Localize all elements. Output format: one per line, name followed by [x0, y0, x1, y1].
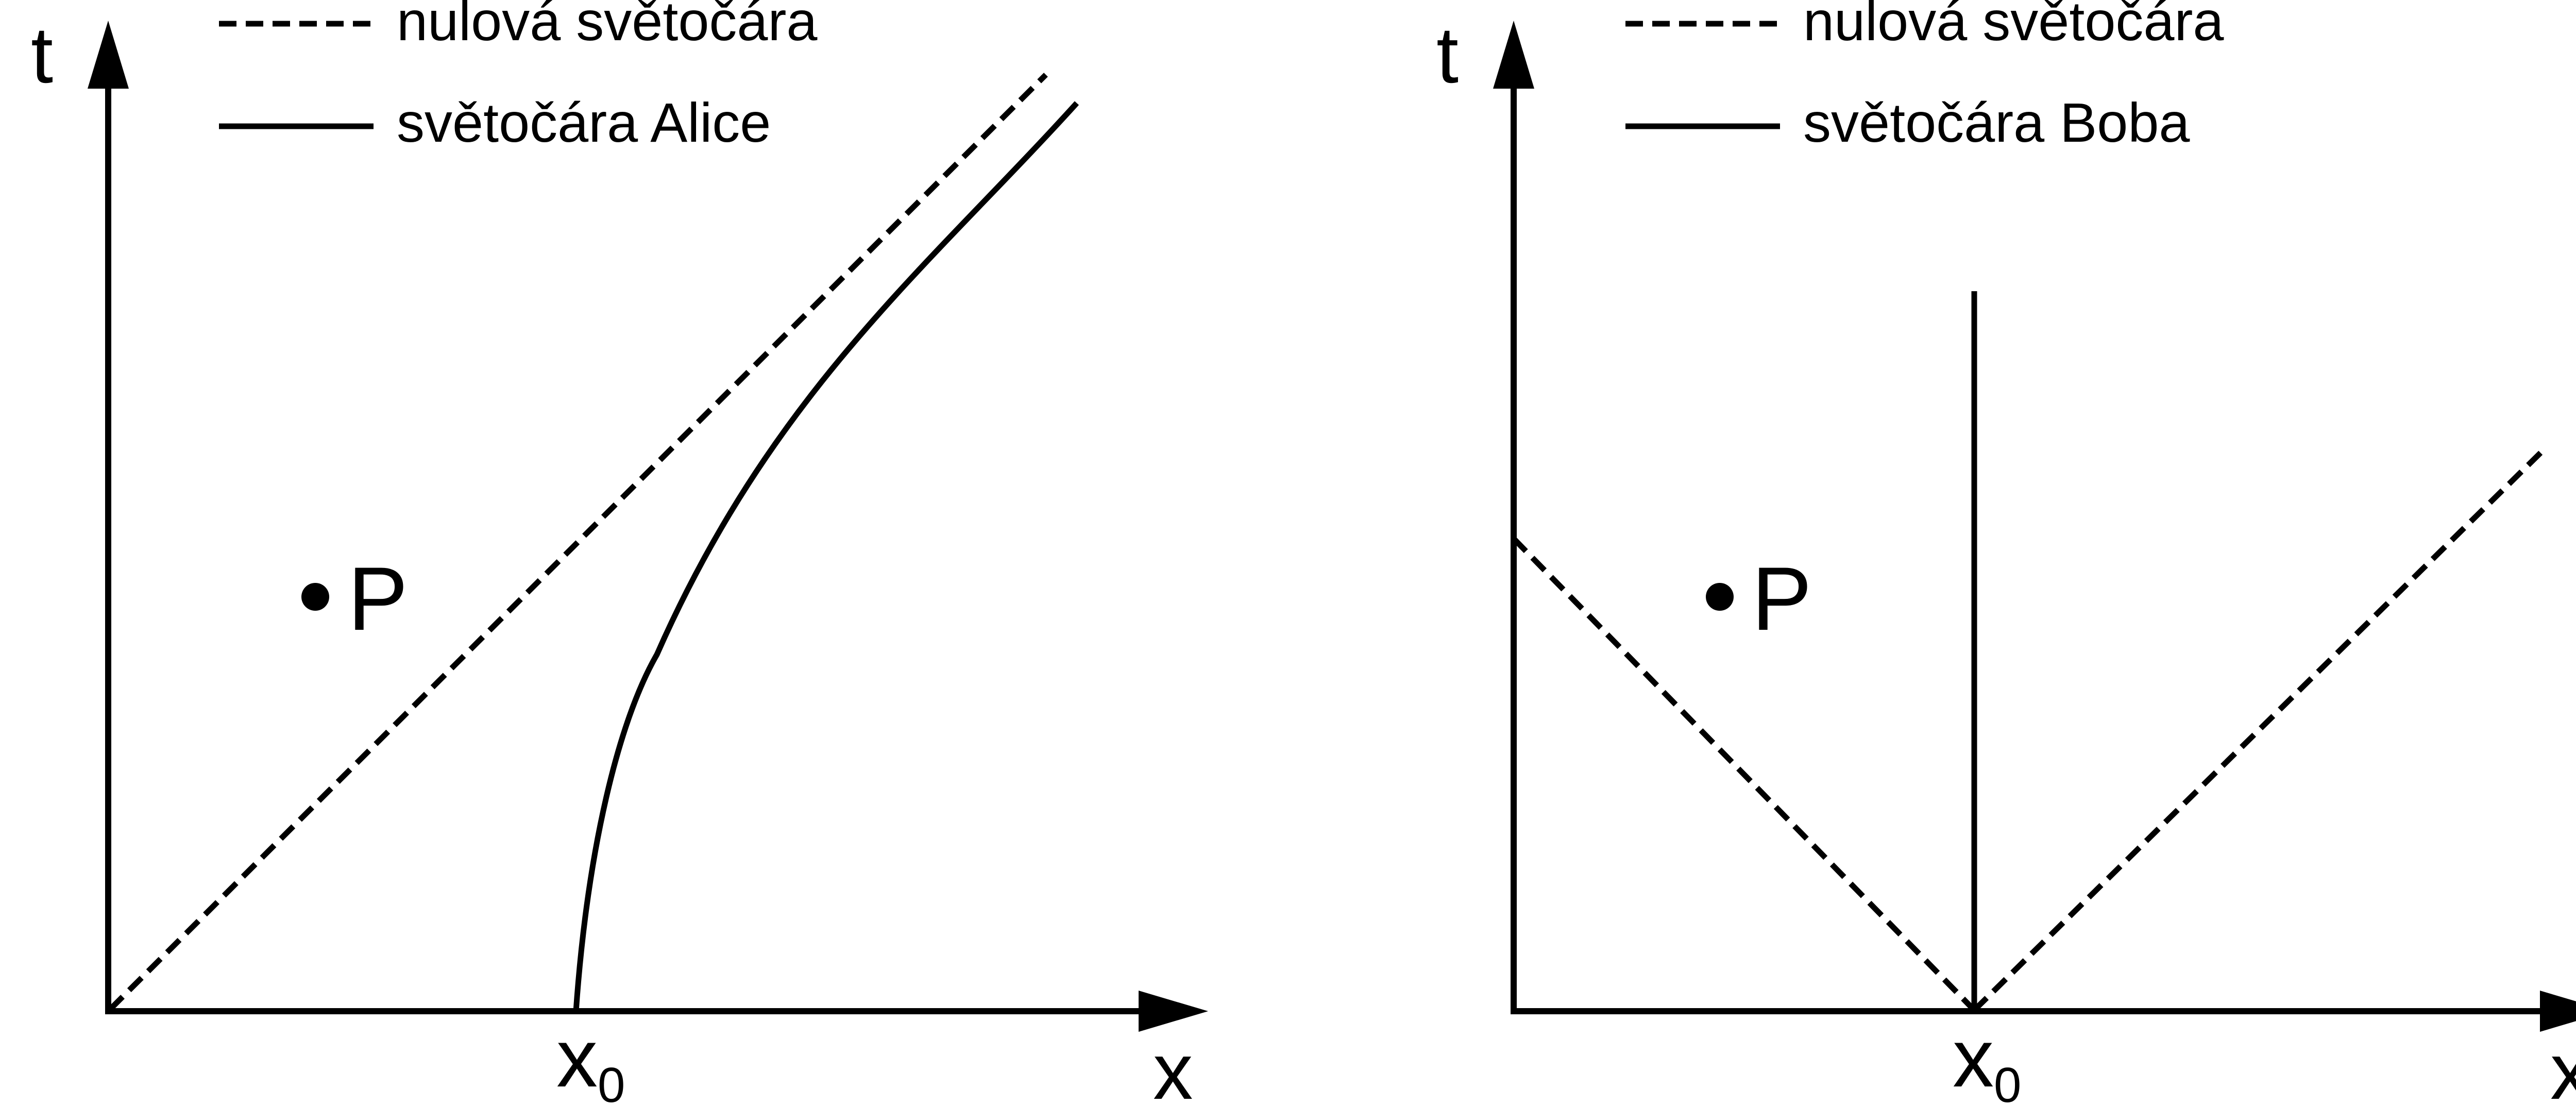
left-alice-worldline — [573, 101, 1079, 1012]
left-legend: nulová světočára světočára Alice — [219, 0, 818, 154]
right-null-worldline-right — [1972, 446, 2547, 1012]
right-x0-label: x0 — [1953, 1012, 2021, 1105]
left-null-worldline — [108, 73, 1048, 1011]
left-panel: t x x0 P nulová světočára světočára Alic… — [31, 0, 1208, 1105]
right-t-axis-arrow — [1493, 21, 1534, 89]
left-x-label: x — [1153, 1027, 1193, 1105]
right-point-p-label: P — [1752, 549, 1812, 649]
left-t-label: t — [31, 10, 53, 99]
right-legend: nulová světočára světočára Boba — [1625, 0, 2224, 154]
right-null-worldline-left — [1512, 537, 1976, 1012]
right-point-p-dot — [1706, 583, 1734, 611]
left-legend-world-text: světočára Alice — [397, 91, 771, 154]
left-legend-null-text: nulová světočára — [397, 0, 818, 52]
left-x-axis-arrow — [1139, 991, 1208, 1032]
left-point-p-label: P — [348, 549, 408, 649]
right-x-axis-arrow — [2540, 991, 2576, 1032]
right-legend-world-text: světočára Boba — [1803, 91, 2190, 154]
left-point-p-dot — [301, 583, 329, 611]
right-x-label: x — [2550, 1027, 2576, 1105]
left-x0-label: x0 — [556, 1012, 625, 1105]
right-legend-null-text: nulová světočára — [1803, 0, 2224, 52]
right-t-label: t — [1436, 10, 1459, 99]
right-panel: t x x0 P nulová světočára světočára Boba — [1436, 0, 2576, 1105]
left-t-axis-arrow — [88, 21, 129, 89]
